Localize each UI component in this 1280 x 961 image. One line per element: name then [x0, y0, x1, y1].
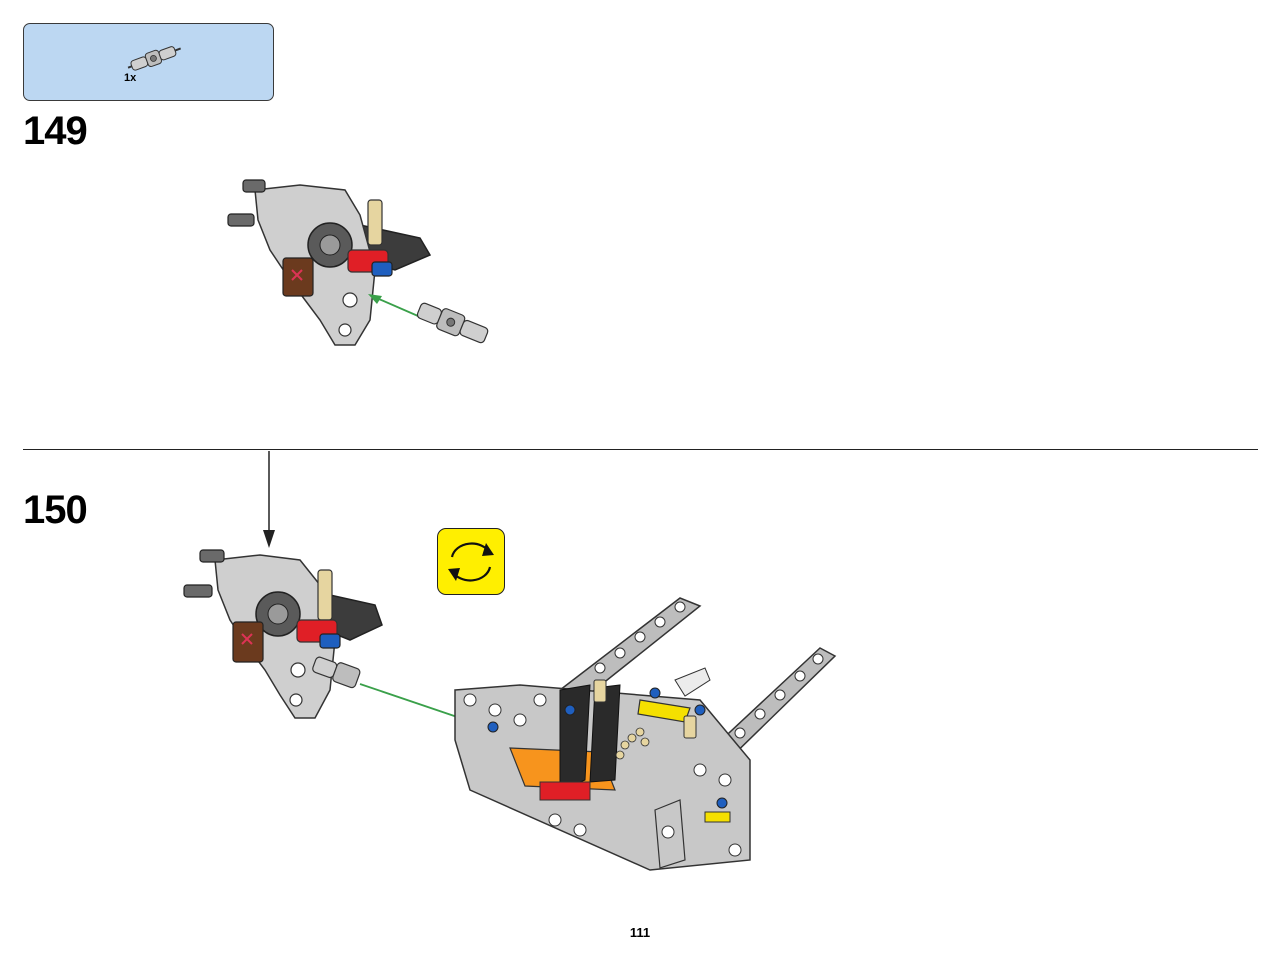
- part-quantity: 1x: [124, 72, 137, 84]
- step-number-150: 150: [23, 488, 88, 532]
- universal-joint-icon: [127, 46, 182, 71]
- parts-callout-box: 1x: [23, 23, 274, 101]
- rotate-model-icon: [437, 528, 505, 595]
- step-number-149: 149: [23, 109, 88, 153]
- page-number: 111: [629, 925, 651, 940]
- step-divider: [23, 449, 1258, 450]
